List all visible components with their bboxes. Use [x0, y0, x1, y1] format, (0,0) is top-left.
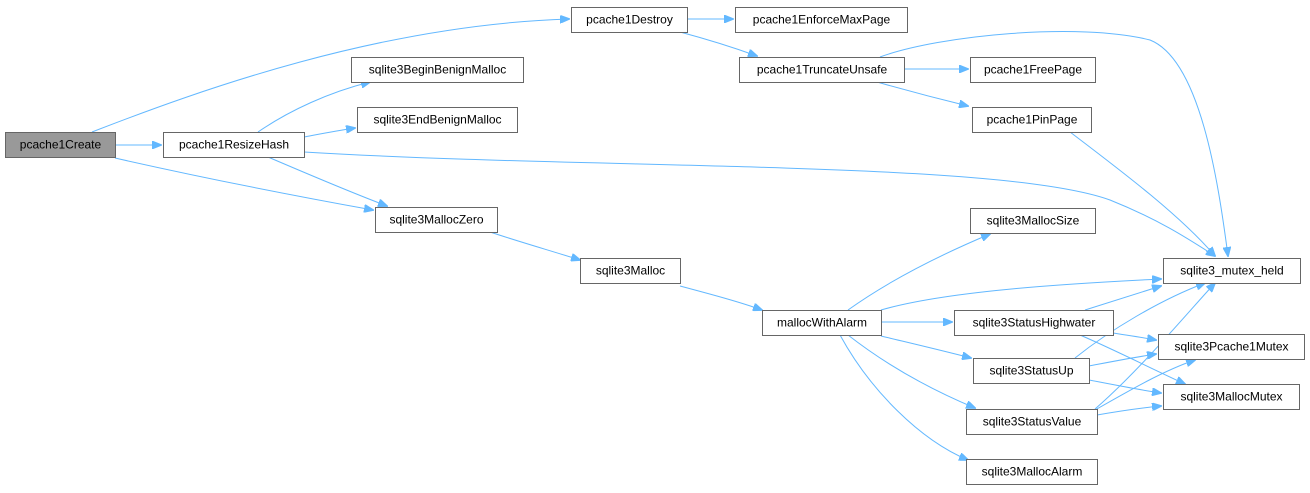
node-label: sqlite3MallocZero [389, 213, 483, 227]
node-sqlite3MallocSize[interactable]: sqlite3MallocSize [970, 208, 1096, 234]
node-sqlite3StatusHighwater[interactable]: sqlite3StatusHighwater [954, 310, 1114, 336]
node-label: sqlite3StatusValue [983, 415, 1082, 429]
edge-pcache1Destroy-to-pcache1TruncateUnsafe [679, 31, 757, 56]
node-label: pcache1PinPage [987, 113, 1078, 127]
edge-mallocWithAlarm-to-sqlite3StatusUp [880, 335, 971, 358]
edges-layer [91, 19, 1228, 460]
node-sqlite3BeginBenignMalloc[interactable]: sqlite3BeginBenignMalloc [351, 57, 524, 83]
node-label: sqlite3_mutex_held [1180, 264, 1283, 278]
node-label: sqlite3StatusHighwater [973, 316, 1096, 330]
node-pcache1Create[interactable]: pcache1Create [5, 132, 116, 158]
node-box[interactable] [735, 7, 908, 33]
edge-sqlite3StatusUp-to-sqlite3_mutex_held [1074, 283, 1205, 359]
edge-mallocWithAlarm-to-sqlite3_mutex_held [880, 279, 1161, 311]
node-label: sqlite3MallocSize [987, 214, 1080, 228]
edge-pcache1PinPage-to-sqlite3_mutex_held [1069, 131, 1215, 256]
node-box[interactable] [351, 57, 524, 83]
edge-pcache1ResizeHash-to-sqlite3EndBenignMalloc [303, 128, 355, 138]
node-label: pcache1Create [20, 138, 102, 152]
node-sqlite3_mutex_held[interactable]: sqlite3_mutex_held [1163, 258, 1301, 284]
node-box[interactable] [970, 208, 1096, 234]
edge-sqlite3StatusValue-to-sqlite3MallocMutex [1096, 406, 1161, 416]
edge-pcache1Create-to-sqlite3MallocZero [114, 157, 373, 210]
edge-sqlite3MallocZero-to-sqlite3Malloc [489, 231, 580, 260]
edge-sqlite3StatusValue-to-sqlite3Pcache1Mutex [1094, 360, 1195, 411]
node-box[interactable] [954, 310, 1114, 336]
node-sqlite3StatusUp[interactable]: sqlite3StatusUp [973, 358, 1090, 384]
node-box[interactable] [972, 107, 1092, 133]
node-label: pcache1EnforceMaxPage [753, 13, 891, 27]
node-label: pcache1ResizeHash [179, 138, 289, 152]
edge-pcache1TruncateUnsafe-to-pcache1PinPage [876, 81, 968, 106]
node-sqlite3MallocMutex[interactable]: sqlite3MallocMutex [1163, 384, 1300, 410]
node-sqlite3StatusValue[interactable]: sqlite3StatusValue [966, 409, 1098, 435]
node-box[interactable] [739, 57, 905, 83]
edge-sqlite3Malloc-to-mallocWithAlarm [679, 285, 762, 310]
node-pcache1EnforceMaxPage[interactable]: pcache1EnforceMaxPage [735, 7, 908, 33]
node-box[interactable] [966, 409, 1098, 435]
node-box[interactable] [580, 258, 681, 284]
edge-sqlite3StatusHighwater-to-sqlite3Pcache1Mutex [1112, 332, 1156, 340]
node-box[interactable] [973, 358, 1090, 384]
edge-pcache1Create-to-pcache1Destroy [91, 19, 569, 133]
node-label: sqlite3StatusUp [989, 364, 1073, 378]
edge-mallocWithAlarm-to-sqlite3StatusValue [847, 334, 975, 408]
edge-mallocWithAlarm-to-sqlite3MallocSize [847, 234, 990, 311]
node-box[interactable] [1163, 384, 1300, 410]
node-sqlite3MallocAlarm[interactable]: sqlite3MallocAlarm [966, 459, 1098, 485]
node-box[interactable] [357, 107, 518, 133]
node-label: pcache1Destroy [586, 13, 673, 27]
node-label: pcache1TruncateUnsafe [757, 63, 888, 77]
edge-sqlite3StatusHighwater-to-sqlite3MallocMutex [1079, 334, 1185, 384]
edge-sqlite3StatusUp-to-sqlite3Pcache1Mutex [1088, 354, 1156, 367]
edge-sqlite3StatusUp-to-sqlite3MallocMutex [1088, 379, 1161, 393]
node-pcache1PinPage[interactable]: pcache1PinPage [972, 107, 1092, 133]
node-box[interactable] [762, 310, 882, 336]
edge-pcache1ResizeHash-to-sqlite3_mutex_held [303, 151, 1215, 256]
node-mallocWithAlarm[interactable]: mallocWithAlarm [762, 310, 882, 336]
node-box[interactable] [966, 459, 1098, 485]
node-box[interactable] [1163, 258, 1301, 284]
node-label: mallocWithAlarm [777, 316, 867, 330]
node-box[interactable] [1158, 334, 1305, 360]
node-label: sqlite3BeginBenignMalloc [369, 63, 506, 77]
node-sqlite3EndBenignMalloc[interactable]: sqlite3EndBenignMalloc [357, 107, 518, 133]
node-sqlite3MallocZero[interactable]: sqlite3MallocZero [375, 207, 498, 233]
edge-sqlite3StatusHighwater-to-sqlite3_mutex_held [1084, 286, 1161, 311]
edge-pcache1TruncateUnsafe-to-sqlite3_mutex_held [879, 31, 1228, 256]
node-label: sqlite3EndBenignMalloc [373, 113, 501, 127]
node-label: sqlite3Malloc [596, 264, 665, 278]
edge-mallocWithAlarm-to-sqlite3MallocAlarm [839, 334, 968, 460]
node-box[interactable] [571, 7, 688, 33]
node-pcache1FreePage[interactable]: pcache1FreePage [970, 57, 1096, 83]
nodes-layer: pcache1Create pcache1Destroy pcache1Enforc… [5, 7, 1305, 485]
node-box[interactable] [375, 207, 498, 233]
node-sqlite3Malloc[interactable]: sqlite3Malloc [580, 258, 681, 284]
node-label: pcache1FreePage [984, 63, 1082, 77]
node-box[interactable] [5, 132, 116, 158]
edge-pcache1ResizeHash-to-sqlite3MallocZero [267, 156, 387, 206]
node-pcache1ResizeHash[interactable]: pcache1ResizeHash [163, 132, 305, 158]
node-box[interactable] [970, 57, 1096, 83]
node-label: sqlite3MallocMutex [1180, 390, 1282, 404]
node-pcache1Destroy[interactable]: pcache1Destroy [571, 7, 688, 33]
node-box[interactable] [163, 132, 305, 158]
node-label: sqlite3MallocAlarm [982, 465, 1083, 479]
node-sqlite3Pcache1Mutex[interactable]: sqlite3Pcache1Mutex [1158, 334, 1305, 360]
node-label: sqlite3Pcache1Mutex [1174, 340, 1288, 354]
edge-pcache1ResizeHash-to-sqlite3BeginBenignMalloc [257, 82, 370, 133]
node-pcache1TruncateUnsafe[interactable]: pcache1TruncateUnsafe [739, 57, 905, 83]
